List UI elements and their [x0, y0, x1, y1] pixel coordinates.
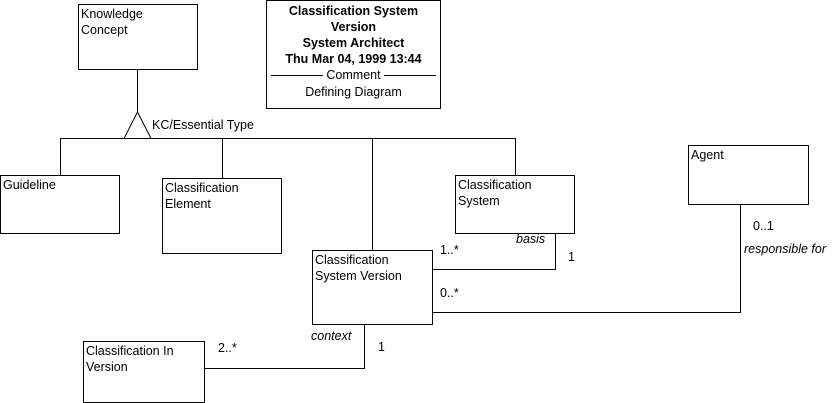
class-classification-element[interactable]: Classification Element [162, 178, 282, 254]
class-agent[interactable]: Agent [688, 145, 809, 205]
class-classification-system-version[interactable]: Classification System Version [312, 250, 433, 325]
responsible-for-role-label: responsible for [744, 242, 826, 256]
class-name: Knowledge Concept [81, 7, 143, 37]
class-name: Agent [691, 148, 724, 162]
class-classification-in-version[interactable]: Classification In Version [83, 341, 205, 403]
comment-text: Defining Diagram [305, 85, 402, 99]
class-guideline[interactable]: Guideline [0, 175, 120, 234]
basis-multiplicity-system: 1 [568, 250, 575, 264]
diagram-title-line-4: Thu Mar 04, 1999 13:44 [285, 52, 422, 66]
diagram-title-line-1: Classification System [288, 4, 419, 18]
comment-label: Comment [323, 68, 384, 82]
class-name: Classification Element [165, 181, 239, 211]
diagram-title-box: Classification System Version System Arc… [266, 0, 441, 109]
basis-role-label: basis [516, 232, 546, 246]
class-name: Classification In Version [86, 344, 174, 374]
basis-multiplicity-version: 1..* [440, 243, 459, 257]
context-role-label: context [311, 329, 352, 343]
context-multiplicity-in-version: 2..* [218, 341, 237, 355]
responsible-for-multiplicity-version: 0..* [440, 286, 459, 300]
class-name: Classification System [458, 178, 532, 208]
basis-association-line [432, 233, 556, 270]
generalization-triangle [123, 110, 152, 139]
generalization-label: KC/Essential Type [152, 118, 254, 132]
class-knowledge-concept[interactable]: Knowledge Concept [78, 4, 198, 70]
responsible-for-multiplicity-agent: 0..1 [753, 219, 774, 233]
class-classification-system[interactable]: Classification System [455, 175, 575, 234]
class-name: Classification System Version [315, 253, 402, 283]
context-association-line [205, 324, 365, 369]
diagram-title-line-3: System Architect [302, 36, 405, 50]
responsible-for-association-line [432, 204, 741, 313]
context-multiplicity-version: 1 [378, 340, 385, 354]
class-name: Guideline [3, 178, 56, 192]
comment-separator: Comment [267, 67, 440, 83]
diagram-title-line-2: Version [330, 20, 377, 34]
